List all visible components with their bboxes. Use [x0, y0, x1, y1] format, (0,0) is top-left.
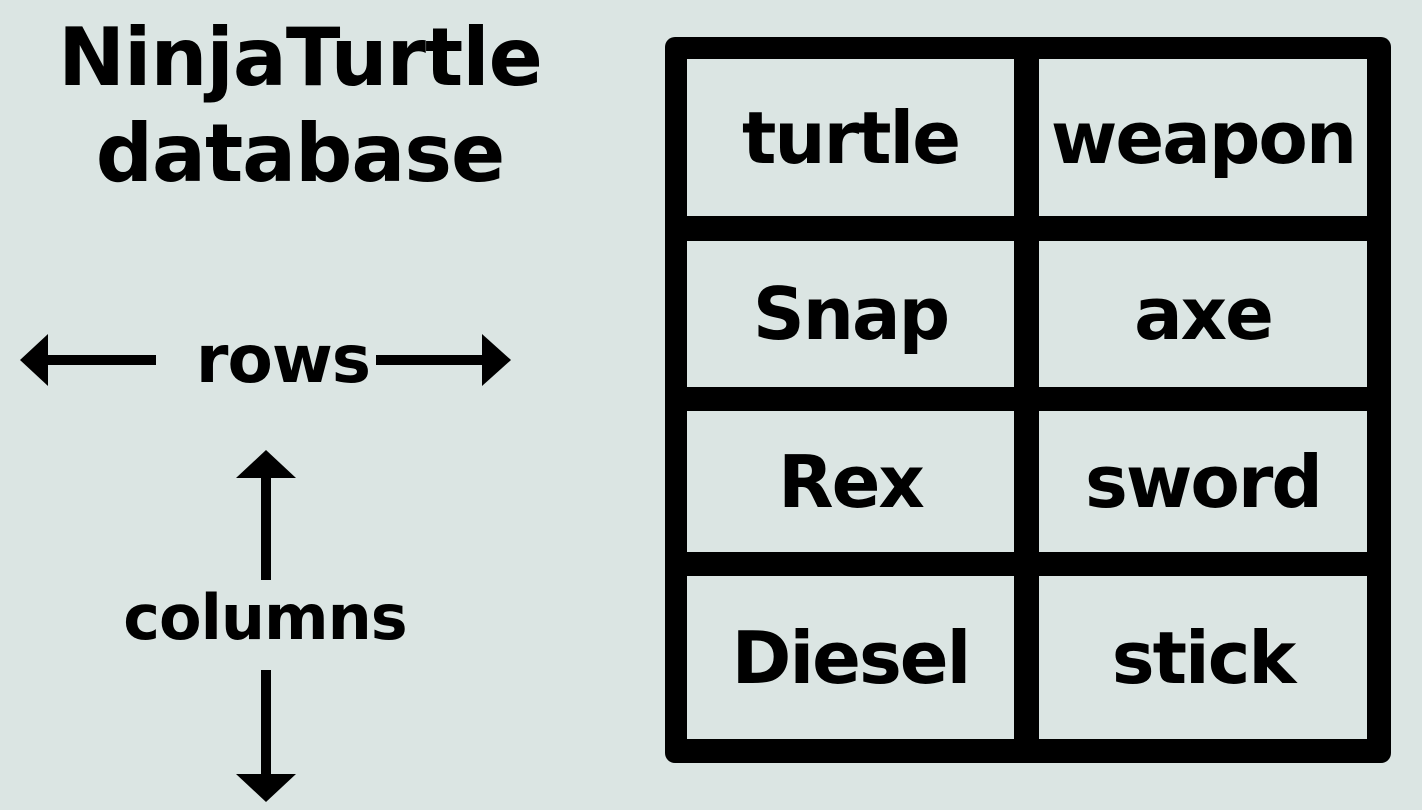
rows-annotation: rows — [18, 322, 513, 398]
title-line-1: NinjaTurtle — [58, 11, 543, 104]
database-table: turtle weapon Snap axe Rex sword Diesel … — [665, 37, 1391, 763]
table-cell-weapon: sword — [1039, 411, 1367, 552]
table-header-weapon: weapon — [1039, 59, 1367, 216]
title-line-2: database — [95, 107, 506, 200]
table-cell-turtle: Rex — [687, 411, 1014, 552]
table-cell-turtle: Snap — [687, 241, 1014, 387]
up-arrow-icon — [236, 450, 296, 580]
left-arrow-icon — [20, 334, 156, 386]
table-cell-weapon: stick — [1039, 576, 1367, 739]
table-cell-weapon: axe — [1039, 241, 1367, 387]
diagram-title: NinjaTurtle database — [0, 10, 600, 202]
rows-label: rows — [195, 321, 371, 398]
columns-label: columns — [123, 581, 407, 654]
table-header-turtle: turtle — [687, 59, 1014, 216]
down-arrow-icon — [236, 670, 296, 802]
right-arrow-icon — [376, 334, 511, 386]
table-cell-turtle: Diesel — [687, 576, 1014, 739]
